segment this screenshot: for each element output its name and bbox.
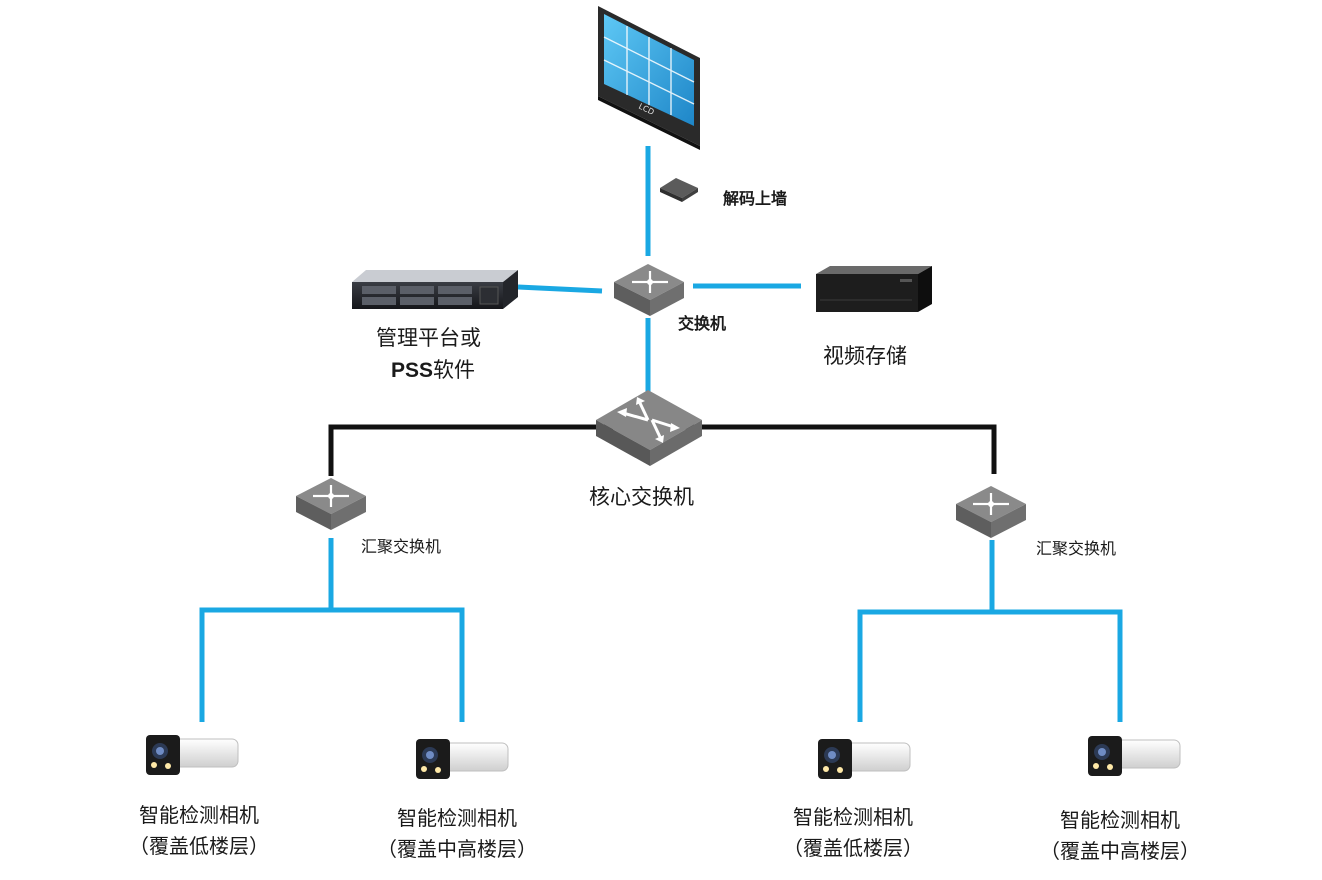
access-switch-icon: [614, 264, 684, 316]
agg-switch-left-label: 汇聚交换机: [361, 537, 442, 556]
link-left-tree: [199, 538, 465, 722]
camera-4-label: 智能检测相机 （覆盖中高楼层）: [1020, 805, 1220, 867]
decoder-device: [660, 178, 698, 202]
switch-label: 交换机: [678, 314, 727, 333]
camera-3-icon: [818, 739, 911, 779]
camera-3-subtitle: （覆盖低楼层）: [783, 836, 923, 860]
camera-2-icon: [416, 739, 509, 779]
camera-1-icon: [146, 735, 239, 775]
storage-label: 视频存储: [823, 344, 907, 368]
mgmt-label-software: 软件: [433, 358, 476, 382]
mgmt-label-pss: PSS: [391, 359, 434, 382]
camera-3-title: 智能检测相机: [793, 805, 913, 829]
aggregation-switch-left-icon: [296, 478, 366, 530]
mgmt-label-line1: 管理平台或: [376, 326, 481, 350]
camera-4-icon: [1088, 736, 1181, 776]
core-switch-icon: [596, 390, 702, 466]
decoder-label: 解码上墙: [723, 189, 788, 208]
link-right-tree: [857, 540, 1123, 722]
agg-switch-right-label: 汇聚交换机: [1036, 539, 1117, 558]
link-server-switch: [517, 284, 603, 294]
camera-2-label: 智能检测相机 （覆盖中高楼层）: [362, 803, 552, 865]
aggregation-switch-right-icon: [956, 486, 1026, 538]
camera-1-subtitle: （覆盖低楼层）: [129, 834, 269, 858]
camera-1-label: 智能检测相机 （覆盖低楼层）: [114, 800, 284, 862]
camera-4-title: 智能检测相机: [1060, 808, 1180, 832]
camera-3-label: 智能检测相机 （覆盖低楼层）: [768, 802, 938, 864]
camera-2-subtitle: （覆盖中高楼层）: [377, 837, 537, 861]
camera-2-title: 智能检测相机: [397, 806, 517, 830]
video-storage-device: [816, 266, 932, 312]
camera-1-title: 智能检测相机: [139, 803, 259, 827]
mgmt-label-line2: PSS软件: [391, 354, 475, 384]
core-switch-label: 核心交换机: [589, 485, 694, 509]
management-server: [352, 270, 518, 309]
camera-4-subtitle: （覆盖中高楼层）: [1040, 839, 1200, 863]
lcd-video-wall: LCD: [598, 6, 700, 150]
